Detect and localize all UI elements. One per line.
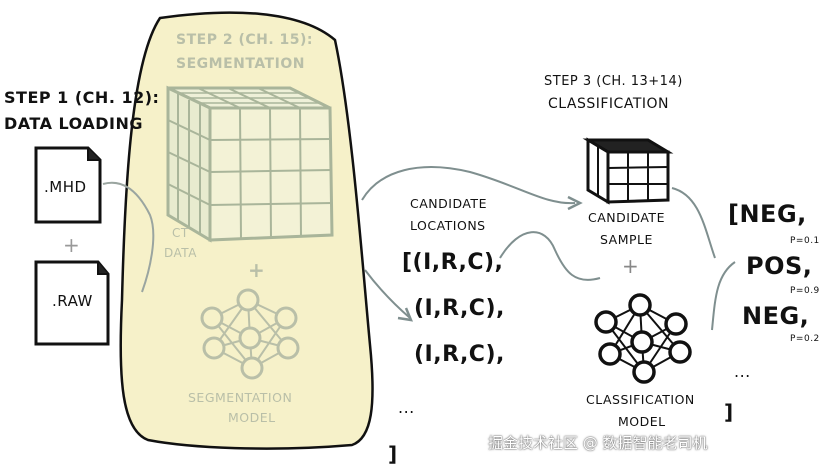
candidate-locations-label-2: LOCATIONS <box>410 218 486 233</box>
result-prob-1: P=0.1 <box>790 236 820 246</box>
step2-title: STEP 2 (CH. 15): <box>176 32 314 48</box>
step3-subtitle: CLASSIFICATION <box>548 96 669 112</box>
seg-to-candidates-arrow <box>364 269 411 319</box>
segmentation-model-label-1: SEGMENTATION <box>188 390 293 405</box>
candidate-sample-label-2: SAMPLE <box>600 232 653 247</box>
candidate-item-2: (I,R,C), <box>414 296 505 321</box>
candidate-ellipsis: ... <box>398 398 415 417</box>
mhd-file-label: .MHD <box>44 178 87 196</box>
result-label-2: POS, <box>746 252 813 280</box>
ct-cube-icon <box>166 85 334 243</box>
candidate-item-1: [(I,R,C), <box>402 250 504 275</box>
result-label-3: NEG, <box>742 302 810 330</box>
raw-file-icon <box>34 260 110 346</box>
result-prob-2: P=0.9 <box>790 286 820 296</box>
candidate-close-bracket: ] <box>388 442 398 466</box>
raw-file-label: .RAW <box>52 292 93 310</box>
segmentation-plus: + <box>248 258 266 282</box>
segmentation-model-label-2: MODEL <box>228 410 276 425</box>
classification-model-label-1: CLASSIFICATION <box>586 392 695 407</box>
classification-network-icon <box>594 293 692 384</box>
seg-to-classifier-arrow <box>361 166 576 205</box>
step2-subtitle: SEGMENTATION <box>176 56 305 72</box>
classification-model-label-2: MODEL <box>618 414 666 429</box>
result-label-1: [NEG, <box>728 200 807 228</box>
candidates-to-sample-arrow <box>499 231 601 281</box>
result-prob-3: P=0.2 <box>790 334 820 344</box>
arrowhead <box>397 307 414 322</box>
files-to-ct-arrow <box>102 181 155 293</box>
watermark: 掘金技术社区 @ 数据智能老司机 <box>488 434 708 452</box>
candidate-locations-label-1: CANDIDATE <box>410 196 487 211</box>
result-ellipsis: ... <box>734 362 751 381</box>
classifier-to-results-arrow <box>671 187 736 331</box>
step1-title: STEP 1 (CH. 12): <box>4 88 160 107</box>
step3-title: STEP 3 (CH. 13+14) <box>544 74 683 89</box>
ct-data-label-2: DATA <box>164 246 197 260</box>
candidate-item-3: (I,R,C), <box>414 342 505 367</box>
segmentation-network-icon <box>200 288 300 380</box>
files-plus: + <box>63 233 81 257</box>
step1-subtitle: DATA LOADING <box>4 114 143 133</box>
result-close-bracket: ] <box>724 400 734 424</box>
mhd-file-icon <box>34 146 102 224</box>
candidate-sample-label-1: CANDIDATE <box>588 210 665 225</box>
classification-plus: + <box>622 254 640 278</box>
ct-data-label-1: CT <box>172 226 189 240</box>
arrowhead <box>567 195 583 211</box>
sample-cube-icon <box>582 137 674 205</box>
